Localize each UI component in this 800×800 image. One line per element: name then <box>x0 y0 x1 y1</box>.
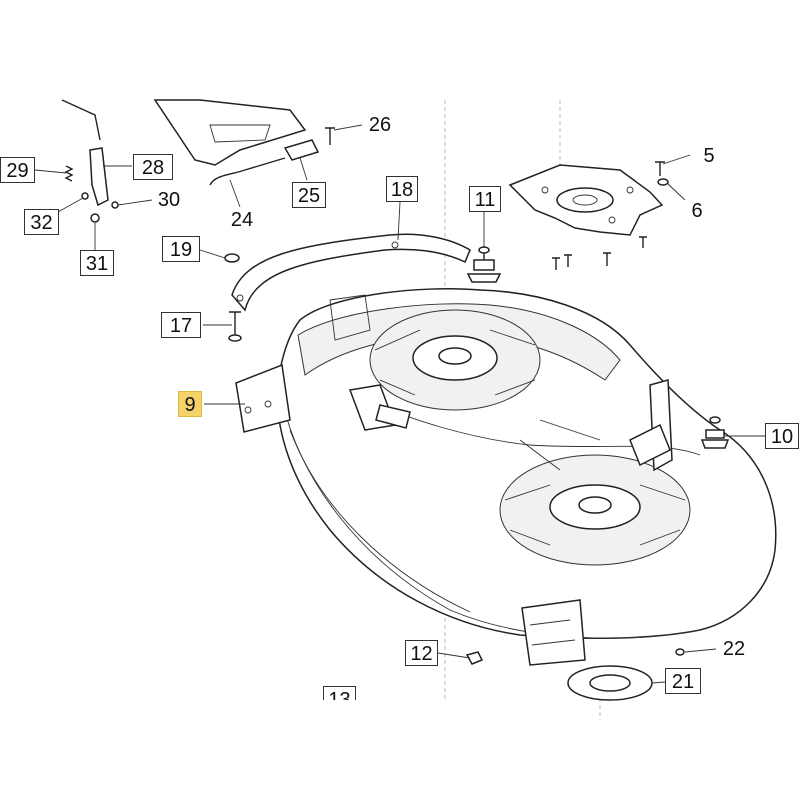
callout-30: 30 <box>152 187 186 213</box>
callout-12: 12 <box>405 640 438 666</box>
callout-17: 17 <box>161 312 201 338</box>
bolt-5 <box>655 161 665 176</box>
bolt-17 <box>228 311 242 342</box>
callout-11: 11 <box>469 186 501 212</box>
spring-29 <box>64 165 74 182</box>
bushing-19 <box>224 253 240 263</box>
callout-13: 13 <box>323 686 356 700</box>
spacer-21 <box>567 665 653 701</box>
callout-6: 6 <box>685 198 709 224</box>
bolts <box>552 236 647 270</box>
lift-bar-18 <box>231 233 471 312</box>
leader-lines <box>34 124 765 684</box>
mower-deck <box>235 288 777 666</box>
callout-28: 28 <box>133 154 173 180</box>
washer-6 <box>657 178 669 186</box>
washer-31 <box>90 213 100 223</box>
height-lever-assembly <box>61 99 335 207</box>
callout-18: 18 <box>386 176 418 202</box>
support-stud-10 <box>700 416 730 449</box>
callout-32: 32 <box>24 209 59 235</box>
callout-29: 29 <box>0 157 35 183</box>
callout-9: 9 <box>178 391 202 417</box>
pivot-stud-11 <box>466 246 502 283</box>
callout-22: 22 <box>716 636 752 662</box>
callout-26: 26 <box>362 112 398 138</box>
callout-24: 24 <box>226 207 258 233</box>
pin-30 <box>111 201 119 209</box>
nut-12 <box>465 651 484 665</box>
callout-10: 10 <box>765 423 799 449</box>
callout-31: 31 <box>80 250 114 276</box>
nut-22 <box>675 648 685 656</box>
callout-5: 5 <box>697 143 721 169</box>
clip-32 <box>81 192 89 200</box>
callout-19: 19 <box>162 236 200 262</box>
callout-25: 25 <box>292 182 326 208</box>
belt-cover-plate <box>508 164 664 236</box>
callout-21: 21 <box>665 668 701 694</box>
